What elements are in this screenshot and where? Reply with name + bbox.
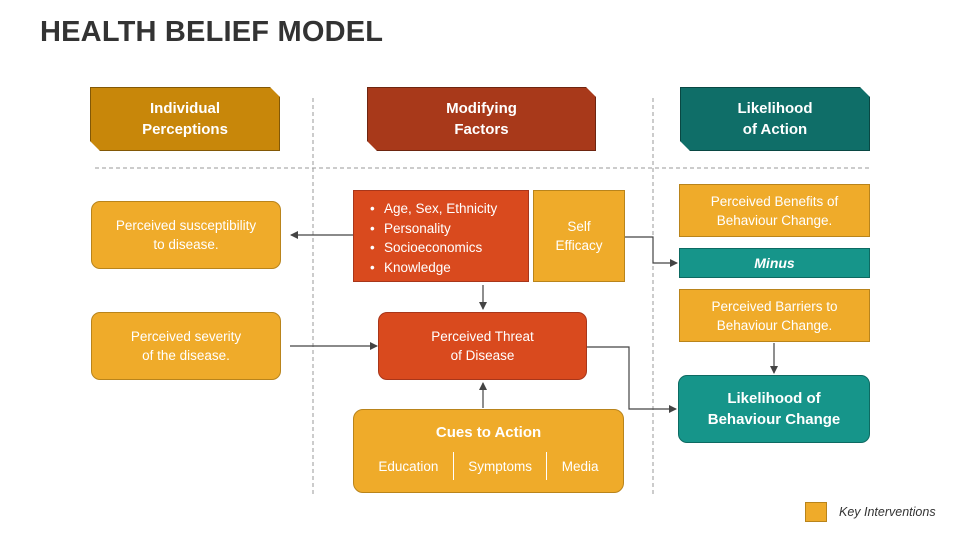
- factor-item: Age, Sex, Ethnicity: [370, 199, 522, 219]
- legend-swatch: [805, 502, 827, 522]
- minus-box: Minus: [679, 248, 870, 278]
- header-individual-label: Individual Perceptions: [142, 100, 228, 138]
- header-likelihood-of-action: Likelihood of Action: [680, 87, 870, 151]
- cues-to-action-box: Cues to Action Education Symptoms Media: [353, 409, 624, 493]
- perceived-threat-box: Perceived Threat of Disease: [378, 312, 587, 380]
- arrow-efficacy-to-minus: [625, 236, 678, 267]
- perceived-threat-text: Perceived Threat of Disease: [431, 329, 534, 363]
- perceived-barriers-box: Perceived Barriers to Behaviour Change.: [679, 289, 870, 342]
- cue-item: Education: [378, 458, 439, 474]
- perceived-severity-text: Perceived severity of the disease.: [130, 329, 242, 363]
- factor-item: Socioeconomics: [370, 238, 522, 258]
- perceived-benefits-text: Perceived Benefits of Behaviour Change.: [710, 193, 839, 228]
- factor-item: Personality: [370, 219, 522, 239]
- factor-item: Knowledge: [370, 258, 522, 278]
- cues-list: Education Symptoms Media: [364, 452, 613, 480]
- header-modifying-label: Modifying Factors: [446, 100, 517, 138]
- arrow-threat-to-outcome: [587, 346, 677, 413]
- header-individual-perceptions: Individual Perceptions: [90, 87, 280, 151]
- self-efficacy-box: Self Efficacy: [533, 190, 625, 282]
- header-likelihood-label: Likelihood of Action: [737, 100, 813, 138]
- cues-to-action-title: Cues to Action: [435, 424, 542, 441]
- likelihood-outcome-box: Likelihood of Behaviour Change: [678, 375, 870, 443]
- perceived-susceptibility-box: Perceived susceptibility to disease.: [91, 201, 281, 269]
- perceived-severity-box: Perceived severity of the disease.: [91, 312, 281, 380]
- page-title: HEALTH BELIEF MODEL: [40, 16, 384, 48]
- modifying-factors-list: Age, Sex, Ethnicity Personality Socioeco…: [353, 190, 529, 282]
- perceived-benefits-box: Perceived Benefits of Behaviour Change.: [679, 184, 870, 237]
- self-efficacy-text: Self Efficacy: [555, 219, 603, 253]
- perceived-barriers-text: Perceived Barriers to Behaviour Change.: [711, 298, 838, 333]
- cue-item: Symptoms: [452, 452, 547, 480]
- likelihood-outcome-text: Likelihood of Behaviour Change: [707, 390, 841, 428]
- legend: Key Interventions: [805, 502, 936, 522]
- cue-item: Media: [546, 452, 613, 480]
- legend-label: Key Interventions: [839, 505, 936, 519]
- header-modifying-factors: Modifying Factors: [367, 87, 596, 151]
- minus-text: Minus: [754, 255, 795, 271]
- perceived-susceptibility-text: Perceived susceptibility to disease.: [115, 218, 257, 252]
